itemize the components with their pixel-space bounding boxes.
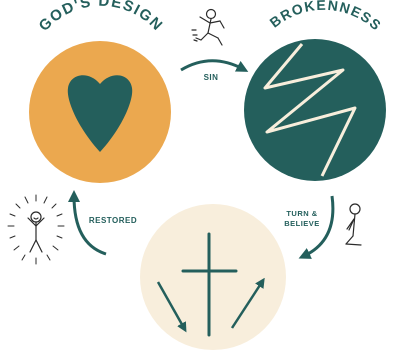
radiance-rays-icon — [7, 194, 65, 265]
joyful-figure-icon — [27, 211, 45, 253]
restored-label: RESTORED — [89, 216, 137, 225]
kneeling-figure-icon — [345, 203, 362, 246]
restored-arrow — [68, 190, 107, 256]
sin-arrow — [180, 59, 249, 72]
turn-label: TURN & — [286, 209, 317, 218]
zigzag-break-icon — [263, 43, 357, 177]
gods-design-title: GOD'S DESIGN — [36, 0, 167, 35]
restored-circle — [140, 204, 286, 350]
running-figure-icon — [191, 8, 225, 46]
sin-label: SIN — [204, 73, 219, 82]
gods-design-circle — [29, 41, 171, 183]
cross-icon — [181, 232, 238, 337]
heart-icon — [67, 75, 133, 152]
believe-label: BELIEVE — [284, 219, 320, 228]
brokenness-title: BROKENNESS — [266, 0, 384, 34]
turn-and-believe-arrow — [298, 195, 335, 259]
brokenness-circle — [244, 39, 386, 181]
arrow-up-right-icon — [230, 277, 265, 329]
arrow-down-right-icon — [156, 281, 187, 333]
